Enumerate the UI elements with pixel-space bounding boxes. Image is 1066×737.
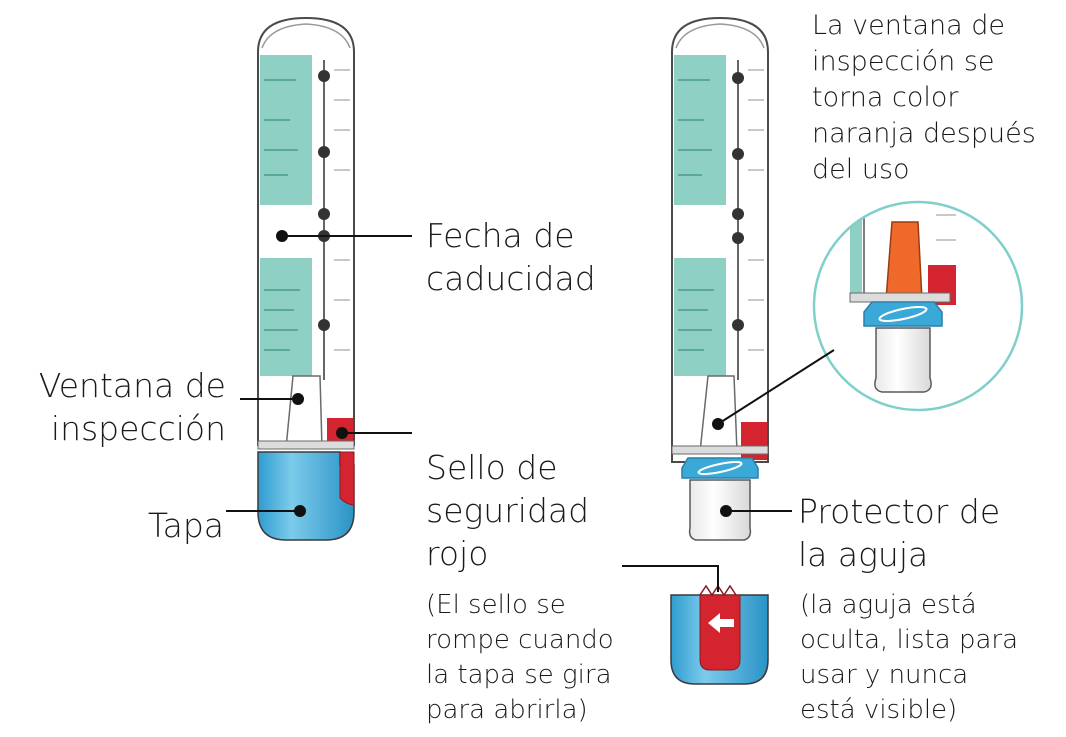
- label-line: inspección se: [812, 46, 995, 77]
- label-line: para abrirla): [426, 695, 588, 725]
- leader-lines-right: [622, 349, 835, 592]
- removed-cap: [670, 584, 769, 685]
- leader-lines-left: [226, 230, 412, 517]
- label-line: rompe cuando: [426, 625, 614, 655]
- label-line: está visible): [800, 695, 958, 725]
- label-line: Ventana de: [38, 366, 226, 405]
- label-line: (El sello se: [426, 590, 566, 620]
- label-line: rojo: [426, 534, 489, 573]
- label-line: caducidad: [426, 259, 596, 298]
- label-guard-note: (la aguja está oculta, lista para usar y…: [800, 588, 1018, 728]
- arrow-left-icon: [708, 613, 734, 633]
- label-inspection-window: Ventana de inspección: [39, 364, 226, 450]
- label-line: oculta, lista para: [800, 625, 1019, 655]
- label-line: usar y nunca: [800, 660, 969, 690]
- label-line: Sello de: [426, 448, 558, 487]
- label-line: naranja después: [812, 118, 1036, 149]
- label-needle-guard: Protector de la aguja: [798, 490, 1000, 576]
- label-line: seguridad: [426, 491, 590, 530]
- label-seal-note: (El sello se rompe cuando la tapa se gir…: [426, 588, 614, 728]
- pen-before-use: [257, 16, 355, 541]
- label-line: inspección: [50, 409, 226, 448]
- label-line: (la aguja está: [800, 590, 977, 620]
- label-line: torna color: [812, 82, 959, 113]
- label-line: Tapa: [147, 506, 224, 545]
- label-red-seal: Sello de seguridad rojo: [426, 446, 589, 575]
- label-line: Fecha de: [426, 216, 575, 255]
- label-line: la aguja: [798, 535, 929, 574]
- label-line: del uso: [812, 154, 910, 185]
- label-expiry-date: Fecha de caducidad: [426, 214, 596, 300]
- label-line: la tapa se gira: [426, 660, 612, 690]
- label-window-after-use: La ventana de inspección se torna color …: [812, 8, 1036, 188]
- zoom-inset: [812, 200, 1024, 412]
- label-cap: Tapa: [148, 504, 224, 547]
- label-line: La ventana de: [812, 10, 1005, 41]
- label-line: Protector de: [798, 492, 1001, 531]
- pen-after-use: [671, 16, 769, 541]
